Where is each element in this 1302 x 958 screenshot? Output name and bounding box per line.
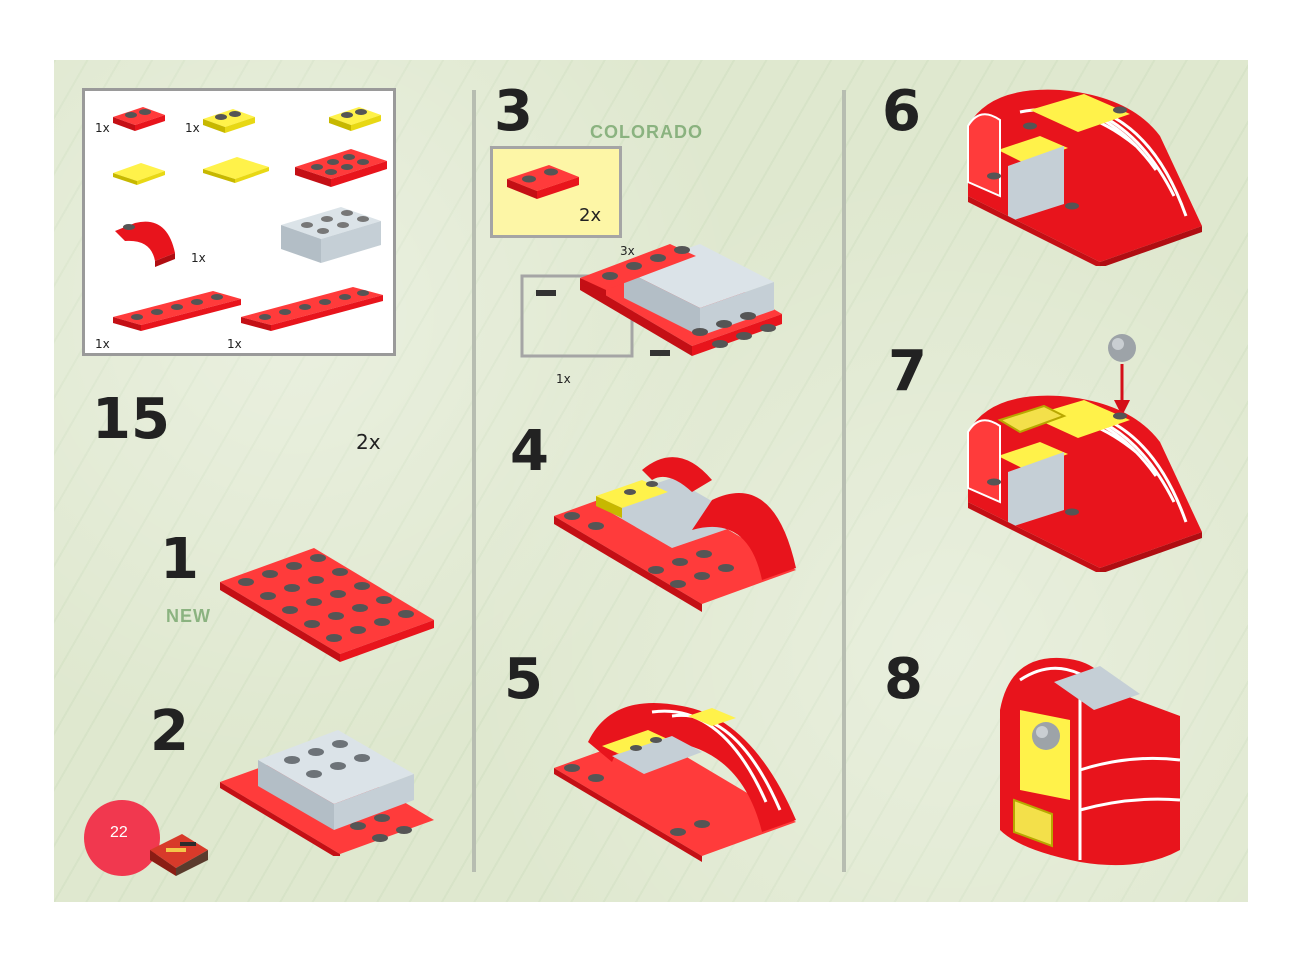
callout-qty: 2x	[579, 205, 601, 226]
step-8-build-assembly	[990, 650, 1190, 872]
curved-slope-red	[115, 222, 175, 267]
page-number: 22	[110, 824, 128, 842]
step-4-build-assembly	[552, 440, 802, 612]
step-5-build-assembly	[552, 692, 802, 862]
column-divider-right	[842, 90, 846, 872]
map-label-new: NEW	[166, 606, 211, 627]
plate-yellow-1x2	[203, 109, 255, 133]
tile-yellow-2x2	[203, 157, 269, 183]
step-7-build-assembly	[960, 392, 1210, 572]
column-divider-left	[472, 90, 476, 872]
qty-label: 1x	[95, 337, 110, 351]
step-2-build-grey-brick	[218, 726, 438, 856]
step-number-8: 8	[884, 652, 923, 708]
step-3-build-assembly	[520, 236, 802, 382]
step-3-parts-callout: 2x	[490, 146, 622, 238]
step-1-build-red-plate	[218, 546, 438, 666]
plate-red-1x6	[113, 291, 241, 331]
tile-yellow	[113, 163, 165, 185]
plate-red-1x2	[113, 107, 165, 131]
parts-list-illustration	[85, 91, 393, 353]
map-label-colorado: COLORADO	[590, 122, 703, 143]
plate-red-1x8	[241, 287, 383, 331]
qty-label: 1x	[191, 251, 206, 265]
qty-label: 1x	[227, 337, 242, 351]
plate-yellow-1x2-b	[329, 107, 381, 131]
step-6-build-assembly	[960, 86, 1210, 266]
qty-label: 1x	[95, 121, 110, 135]
train-icon	[148, 826, 210, 878]
plate-red-2x4	[295, 149, 387, 187]
step-number-15: 15	[92, 392, 170, 448]
step-number-2: 2	[150, 704, 189, 760]
qty-label: 1x	[185, 121, 200, 135]
brick-grey-2x4	[281, 207, 381, 263]
step-number-1: 1	[160, 532, 199, 588]
step-number-7: 7	[888, 344, 927, 400]
big-qty-label: 2x	[356, 430, 381, 454]
step-number-6: 6	[882, 84, 921, 140]
step-number-3: 3	[494, 84, 533, 140]
parts-list-box: 1x 1x 1x 1x 1x	[82, 88, 396, 356]
step-number-5: 5	[504, 652, 543, 708]
step-number-4: 4	[510, 424, 549, 480]
